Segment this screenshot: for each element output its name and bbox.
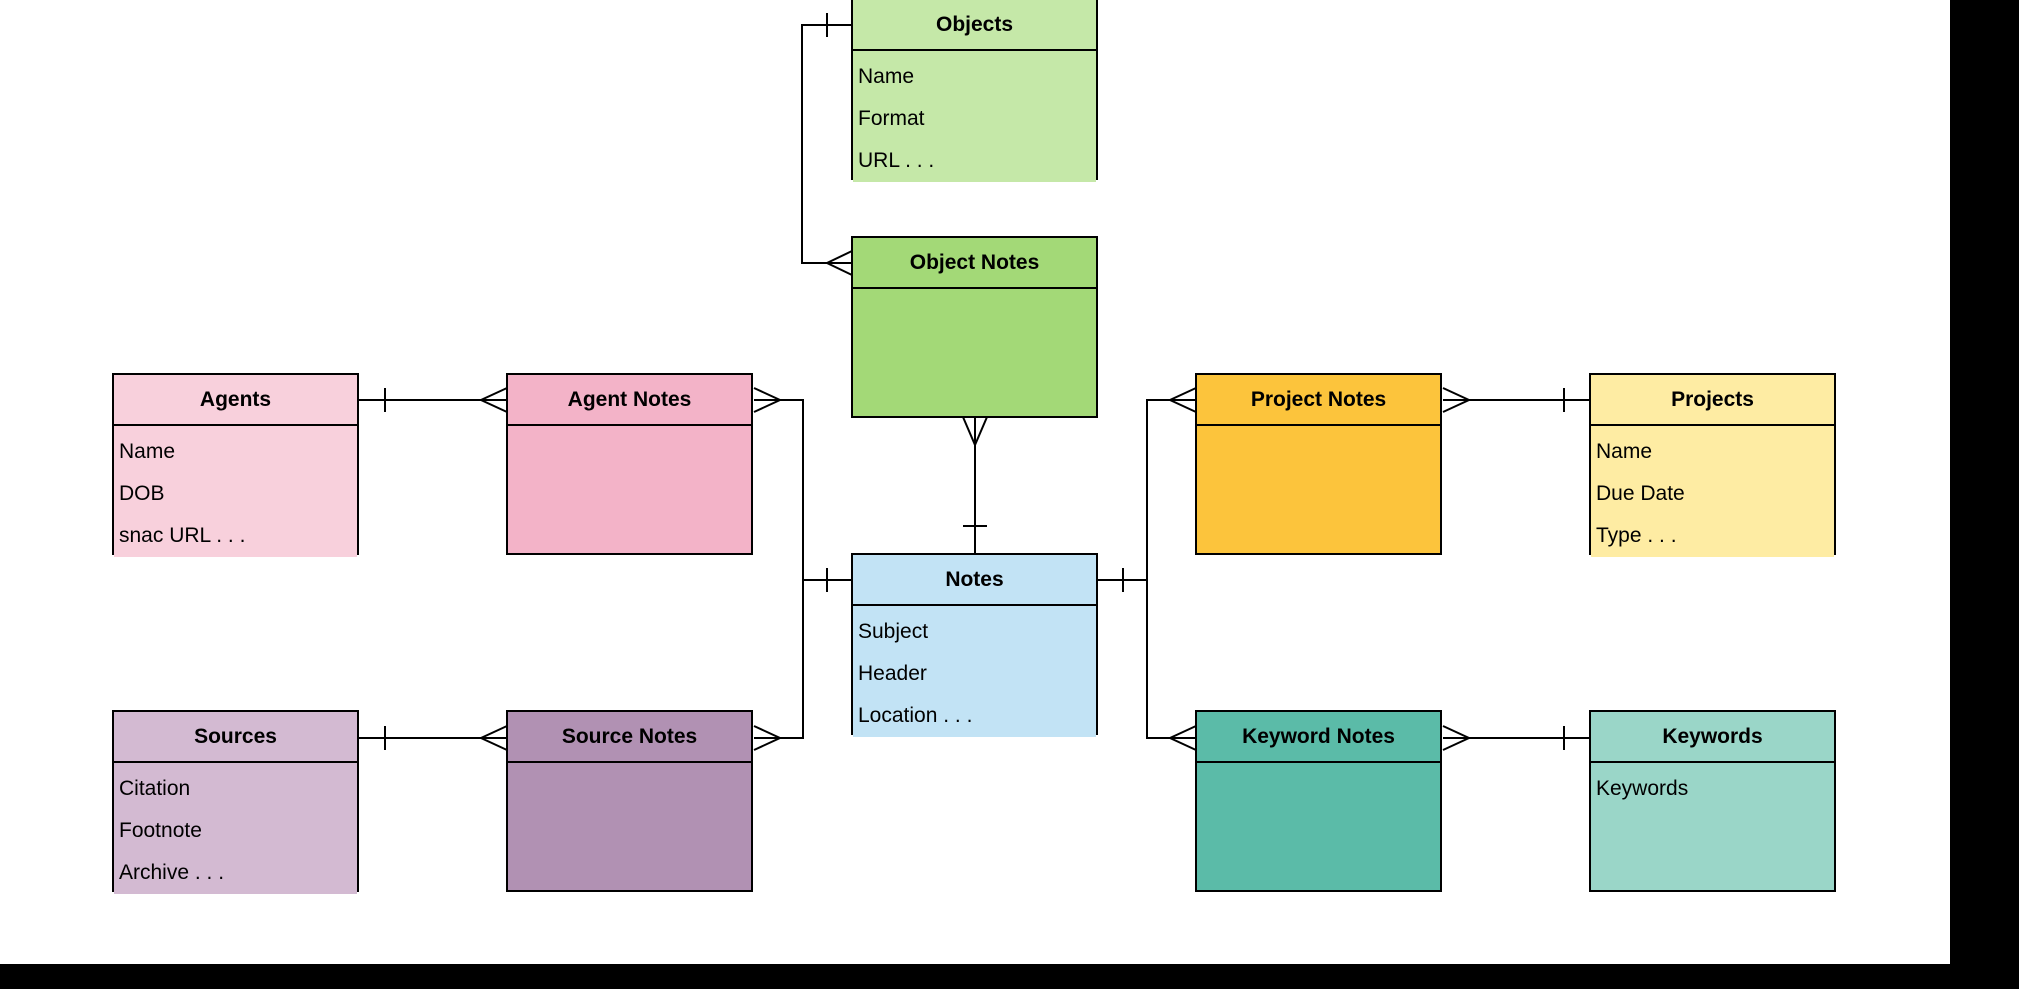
entity-notes[interactable]: Notes Subject Header Location . . . [851, 553, 1098, 737]
entity-object-notes[interactable]: Object Notes [851, 236, 1098, 418]
entity-attribute: Format [858, 107, 925, 130]
entity-title: Project Notes [1250, 387, 1387, 411]
entity-sources[interactable]: Sources Citation Footnote Archive . . . [112, 710, 359, 894]
entity-attribute: Name [119, 440, 176, 463]
connector-project-notes-projects [1442, 387, 1590, 413]
entity-keywords[interactable]: Keywords Keywords [1589, 710, 1836, 892]
entity-agents[interactable]: Agents Name DOB snac URL . . . [112, 373, 359, 557]
entity-body: Name Format URL . . . [853, 56, 1096, 182]
entity-attribute: DOB [119, 482, 165, 505]
entity-title: Source Notes [561, 724, 698, 748]
entity-attribute: Name [858, 65, 915, 88]
connector-sources-source-notes [359, 725, 508, 751]
entity-attribute: Name [1596, 440, 1653, 463]
entity-body: Name Due Date Type . . . [1591, 431, 1834, 557]
entity-body: Keywords [1591, 768, 1834, 810]
connector-notes-keyword-notes [1146, 580, 1197, 751]
entity-title: Objects [935, 12, 1014, 36]
entity-header: Notes [853, 555, 1096, 606]
entity-agent-notes[interactable]: Agent Notes [506, 373, 753, 555]
entity-header: Keywords [1591, 712, 1834, 763]
entity-header: Agent Notes [508, 375, 751, 426]
entity-keyword-notes[interactable]: Keyword Notes [1195, 710, 1442, 892]
entity-title: Agents [199, 387, 272, 411]
connector-agents-agent-notes [359, 387, 508, 413]
entity-header: Project Notes [1197, 375, 1440, 426]
entity-attribute: URL . . . [858, 149, 935, 172]
entity-attribute: Footnote [119, 819, 202, 842]
entity-attribute: Citation [119, 777, 191, 800]
entity-body: Name DOB snac URL . . . [114, 431, 357, 557]
entity-attribute: Header [858, 662, 927, 685]
relationship-connectors [359, 13, 1590, 751]
diagram-canvas: Objects Name Format URL . . . Object Not… [0, 0, 1950, 964]
entity-title: Notes [945, 567, 1004, 591]
entity-title: Sources [194, 724, 277, 748]
entity-project-notes[interactable]: Project Notes [1195, 373, 1442, 555]
entity-body: Subject Header Location . . . [853, 611, 1096, 737]
entity-title: Keywords [1662, 724, 1763, 748]
entity-header: Objects [853, 0, 1096, 51]
entity-attribute: Type . . . [1596, 524, 1677, 547]
connector-notes-project-notes [1098, 387, 1197, 592]
entity-attribute: Due Date [1596, 482, 1685, 505]
entity-title: Projects [1671, 387, 1754, 411]
entity-objects[interactable]: Objects Name Format URL . . . [851, 0, 1098, 182]
entity-header: Source Notes [508, 712, 751, 763]
entity-header: Projects [1591, 375, 1834, 426]
entity-body: Citation Footnote Archive . . . [114, 768, 357, 894]
entity-source-notes[interactable]: Source Notes [506, 710, 753, 892]
connector-source-notes-notes [753, 580, 804, 751]
entity-title: Agent Notes [567, 387, 692, 411]
connector-keyword-notes-keywords [1442, 725, 1590, 751]
entity-title: Keyword Notes [1242, 724, 1395, 748]
entity-attribute: Location . . . [858, 704, 973, 727]
entity-projects[interactable]: Projects Name Due Date Type . . . [1589, 373, 1836, 557]
entity-header: Sources [114, 712, 357, 763]
connector-agent-notes-notes [753, 387, 852, 592]
entity-title: Object Notes [909, 250, 1040, 274]
entity-header: Object Notes [853, 238, 1096, 289]
entity-attribute: Subject [858, 620, 929, 643]
entity-header: Agents [114, 375, 357, 426]
connector-objects-object-notes [801, 13, 853, 276]
entity-attribute: snac URL . . . [119, 524, 246, 547]
entity-header: Keyword Notes [1197, 712, 1440, 763]
entity-attribute: Archive . . . [119, 861, 225, 884]
entity-attribute: Keywords [1596, 777, 1689, 800]
connector-object-notes-notes [962, 416, 988, 554]
